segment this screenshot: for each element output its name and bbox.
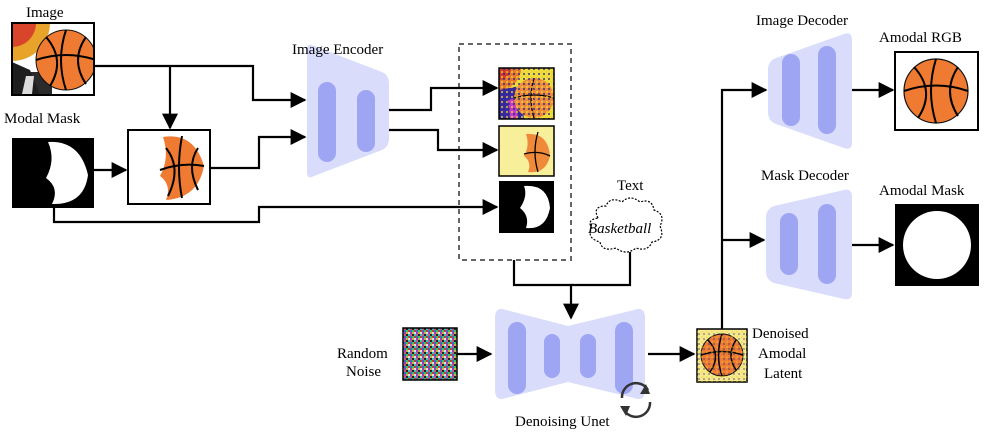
image-decoder-module [768,33,852,149]
edge-mask-to-latent [52,199,499,224]
mask-decoder-label: Mask Decoder [761,168,849,184]
image-encoder-label: Image Encoder [292,42,383,58]
edge-image-to-encoder [94,64,307,108]
masked-latent-thumbnail [498,125,555,177]
edge-masked-to-encoder [210,129,307,170]
noise-icon [402,327,458,381]
image-label: Image [26,5,64,21]
edge-encoder-to-image-latent [389,80,499,112]
amodal-mask-label: Amodal Mask [879,183,965,199]
cloud-icon [589,197,663,253]
latent-group-box [458,43,572,261]
basketball-icon [159,135,205,200]
random-noise-label-1: Random [337,346,388,362]
random-noise-label-2: Noise [346,364,381,380]
denoised-label-2: Amodal [758,346,806,362]
denoised-label-3: Latent [764,366,803,382]
basketball-icon [35,29,94,91]
modal-mask-thumbnail [12,138,94,208]
denoised-latent-thumbnail [696,328,748,383]
modal-mask-label: Modal Mask [4,111,81,127]
denoised-label-1: Denoised [752,326,809,342]
mask-decoder-module [766,189,852,300]
amodal-rgb-label: Amodal RGB [879,30,962,46]
mask-latent-thumbnail [499,181,554,233]
masked-object-thumbnail [127,129,211,205]
denoising-unet-label: Denoising Unet [515,414,610,430]
denoising-unet-module [495,309,645,399]
edge-latents-to-unet [512,260,579,320]
text-label: Text [617,178,644,194]
edge-encoder-to-masked-latent [389,128,499,158]
edge-latent-to-image-decoder [720,82,768,329]
text-prompt: Basketball [588,221,651,237]
refresh-icon [620,381,652,419]
amodal-mask-thumbnail [895,204,979,286]
basketball-icon [903,58,969,124]
edge-text-to-unet [571,252,632,287]
image-encoder-module [307,44,389,178]
input-image-thumbnail [11,22,95,96]
amodal-rgb-thumbnail [894,51,979,131]
image-latent-thumbnail [498,67,555,120]
image-decoder-label: Image Decoder [756,13,848,29]
